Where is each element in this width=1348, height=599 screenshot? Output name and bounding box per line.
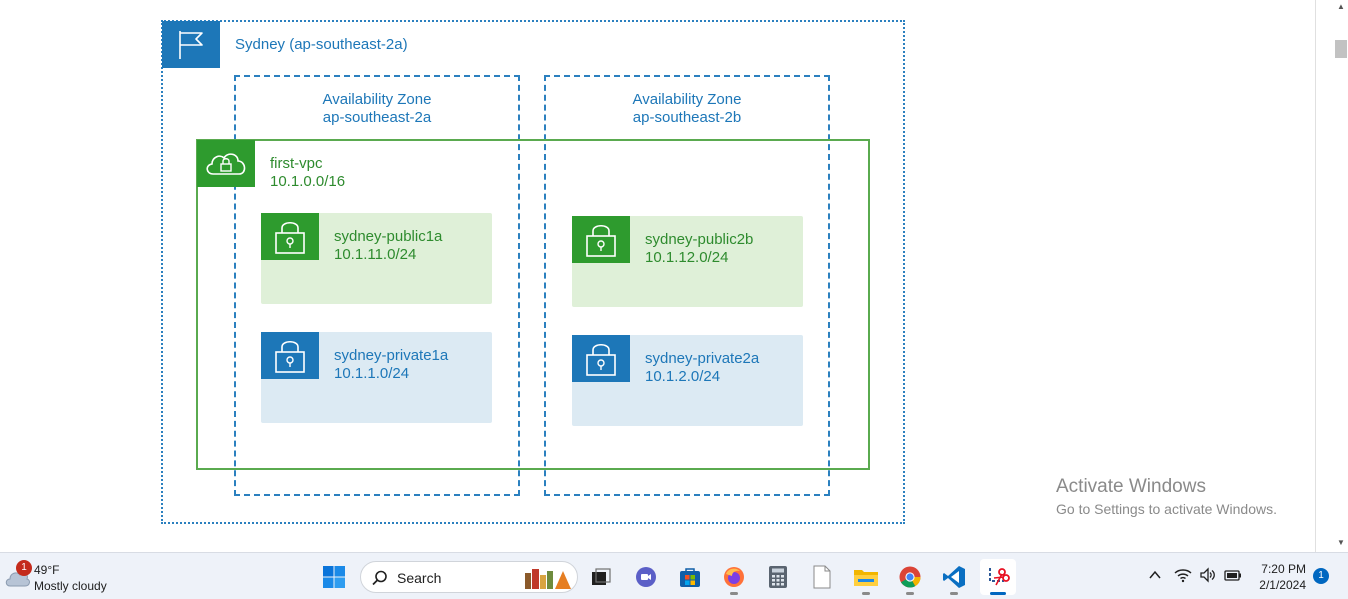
document-icon bbox=[813, 565, 831, 589]
subnet-label: sydney-private1a 10.1.1.0/24 bbox=[334, 347, 448, 383]
availability-zone-b: Availability Zone ap-southeast-2b bbox=[544, 75, 830, 496]
scroll-up-arrow-icon[interactable]: ▲ bbox=[1337, 2, 1345, 11]
search-icon bbox=[372, 570, 387, 586]
chevron-up-icon bbox=[1149, 570, 1161, 579]
az-id: ap-southeast-2b bbox=[632, 109, 742, 126]
battery-button[interactable] bbox=[1224, 567, 1242, 588]
calculator-icon bbox=[769, 566, 787, 588]
subnet-label: sydney-public1a 10.1.11.0/24 bbox=[334, 228, 442, 264]
subnet-cidr: 10.1.12.0/24 bbox=[645, 249, 729, 266]
vpc-name: first-vpc bbox=[270, 155, 323, 172]
search-label: Search bbox=[397, 570, 442, 586]
subnet-private-2a: sydney-private2a 10.1.2.0/24 bbox=[572, 335, 803, 426]
vpc-label: first-vpc 10.1.0.0/16 bbox=[270, 155, 345, 191]
battery-icon bbox=[1224, 570, 1241, 581]
vpc-container: first-vpc 10.1.0.0/16 bbox=[196, 139, 870, 470]
clock-date: 2/1/2024 bbox=[1259, 578, 1306, 592]
document-button[interactable] bbox=[804, 559, 840, 595]
notification-badge[interactable]: 1 bbox=[1313, 568, 1329, 584]
search-highlight-icon bbox=[525, 569, 571, 589]
volume-button[interactable] bbox=[1199, 567, 1217, 588]
firefox-icon bbox=[724, 567, 744, 587]
chrome-icon bbox=[899, 566, 921, 588]
subnet-name: sydney-public2b bbox=[645, 231, 754, 248]
clock[interactable]: 7:20 PM 2/1/2024 bbox=[1250, 561, 1306, 593]
lock-icon bbox=[261, 213, 319, 260]
task-view-button[interactable] bbox=[583, 559, 619, 595]
chat-button[interactable] bbox=[628, 559, 664, 595]
taskbar-search[interactable]: Search bbox=[360, 561, 578, 593]
firefox-button[interactable] bbox=[716, 559, 752, 595]
subnet-cidr: 10.1.11.0/24 bbox=[334, 246, 417, 263]
vscode-icon bbox=[943, 566, 965, 588]
volume-icon bbox=[1200, 567, 1215, 583]
active-indicator bbox=[990, 592, 1006, 595]
subnet-public-2b: sydney-public2b 10.1.12.0/24 bbox=[572, 216, 803, 307]
folder-icon bbox=[854, 570, 878, 586]
subnet-label: sydney-public2b 10.1.12.0/24 bbox=[645, 231, 753, 267]
windows-logo-icon bbox=[323, 566, 345, 588]
chrome-button[interactable] bbox=[892, 559, 928, 595]
region-title: Sydney (ap-southeast-2a) bbox=[235, 36, 408, 53]
lock-icon bbox=[572, 335, 630, 382]
flag-icon bbox=[162, 21, 220, 68]
weather-description: Mostly cloudy bbox=[34, 579, 107, 593]
vscode-button[interactable] bbox=[936, 559, 972, 595]
watermark-subtitle: Go to Settings to activate Windows. bbox=[1056, 501, 1277, 517]
running-indicator bbox=[862, 592, 870, 595]
az-label: Availability Zone ap-southeast-2b bbox=[546, 91, 828, 127]
weather-temperature: 49°F bbox=[34, 563, 60, 577]
vpc-cidr: 10.1.0.0/16 bbox=[270, 173, 346, 190]
availability-zone-a: Availability Zone ap-southeast-2a bbox=[234, 75, 520, 496]
snipping-tool-button[interactable] bbox=[980, 559, 1016, 595]
running-indicator bbox=[906, 592, 914, 595]
start-button[interactable] bbox=[316, 559, 352, 595]
subnet-private-1a: sydney-private1a 10.1.1.0/24 bbox=[261, 332, 492, 423]
watermark-title: Activate Windows bbox=[1056, 476, 1206, 497]
task-view-icon bbox=[592, 568, 611, 585]
subnet-name: sydney-private2a bbox=[645, 350, 760, 367]
subnet-name: sydney-private1a bbox=[334, 347, 449, 364]
taskbar: 1 49°F Mostly cloudy Search bbox=[0, 552, 1348, 599]
vertical-scrollbar[interactable]: ▲ ▼ bbox=[1315, 0, 1348, 552]
calculator-button[interactable] bbox=[760, 559, 796, 595]
subnet-label: sydney-private2a 10.1.2.0/24 bbox=[645, 350, 759, 386]
scroll-down-arrow-icon[interactable]: ▼ bbox=[1337, 538, 1345, 547]
weather-widget[interactable]: 1 49°F Mostly cloudy bbox=[4, 560, 124, 595]
weather-badge: 1 bbox=[16, 560, 32, 576]
activation-watermark: Activate Windows Go to Settings to activ… bbox=[1056, 476, 1277, 518]
store-icon bbox=[680, 568, 700, 587]
subnet-cidr: 10.1.2.0/24 bbox=[645, 368, 721, 385]
scroll-thumb[interactable] bbox=[1335, 40, 1347, 58]
region-container: Sydney (ap-southeast-2a) bbox=[161, 20, 905, 524]
az-label: Availability Zone ap-southeast-2a bbox=[236, 91, 518, 127]
store-button[interactable] bbox=[672, 559, 708, 595]
wifi-icon bbox=[1174, 569, 1192, 583]
running-indicator bbox=[950, 592, 958, 595]
show-hidden-icons-button[interactable] bbox=[1147, 567, 1163, 588]
snipping-tool-icon bbox=[989, 568, 1010, 586]
az-title: Availability Zone bbox=[632, 91, 742, 108]
clock-time: 7:20 PM bbox=[1261, 562, 1306, 576]
video-chat-icon bbox=[636, 567, 656, 587]
network-button[interactable] bbox=[1174, 567, 1192, 588]
az-title: Availability Zone bbox=[322, 91, 432, 108]
lock-icon bbox=[261, 332, 319, 379]
file-explorer-button[interactable] bbox=[848, 559, 884, 595]
subnet-name: sydney-public1a bbox=[334, 228, 443, 245]
subnet-public-1a: sydney-public1a 10.1.11.0/24 bbox=[261, 213, 492, 304]
az-id: ap-southeast-2a bbox=[322, 109, 432, 126]
lock-icon bbox=[572, 216, 630, 263]
running-indicator bbox=[730, 592, 738, 595]
vpc-cloud-icon bbox=[197, 140, 255, 187]
subnet-cidr: 10.1.1.0/24 bbox=[334, 365, 410, 382]
